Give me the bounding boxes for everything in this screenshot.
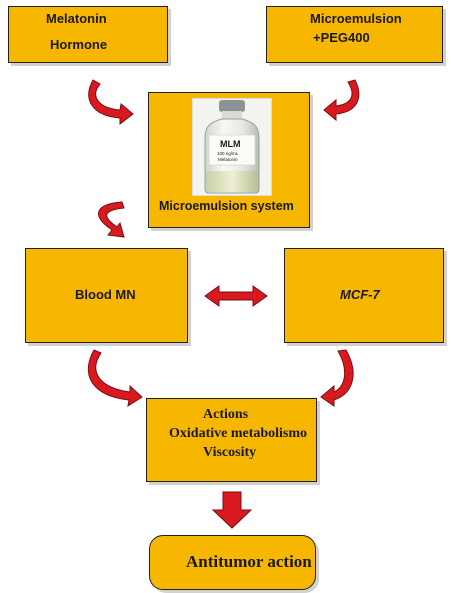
microemulsion-system-label: Microemulsion system <box>159 199 294 213</box>
double-headed-arrow-icon <box>204 285 268 307</box>
actions-box: Actions Oxidative metabolismo Viscosity <box>146 398 317 482</box>
vial-photo: MLM 100 ng/mL Melatonin <box>192 98 272 196</box>
microemulsion-label: Microemulsion <box>310 11 402 26</box>
antitumor-action-label: Antitumor action <box>186 552 312 571</box>
mcf7-label: MCF-7 <box>340 287 380 302</box>
curved-arrow-icon <box>320 349 354 407</box>
antitumor-action-box: Antitumor action <box>149 535 316 590</box>
vial-label-compound: Melatonin <box>218 157 238 162</box>
melatonin-label: Melatonin <box>46 11 107 26</box>
curved-arrow-icon <box>323 79 360 122</box>
oxidative-metabolism-label: Oxidative metabolismo <box>169 426 308 441</box>
actions-title: Actions <box>203 407 249 422</box>
viscosity-label: Viscosity <box>203 445 257 460</box>
melatonin-hormone-box: Melatonin Hormone <box>8 6 168 63</box>
vial-photo-icon <box>204 100 260 194</box>
hormone-label: Hormone <box>50 37 108 52</box>
curved-arrow-icon <box>87 349 143 408</box>
curved-arrow-icon <box>88 79 134 126</box>
mcf7-box: MCF-7 <box>284 248 444 343</box>
microemulsion-peg400-box: Microemulsion +PEG400 <box>266 6 443 63</box>
blood-mn-label: Blood MN <box>75 287 136 302</box>
vial-label-concentration: 100 ng/mL <box>217 151 239 156</box>
down-arrow-icon <box>211 491 253 529</box>
blood-mn-box: Blood MN <box>25 248 188 343</box>
curved-arrow-icon <box>98 201 125 238</box>
peg400-label: +PEG400 <box>313 30 370 45</box>
vial-label-main: MLM <box>220 139 241 149</box>
